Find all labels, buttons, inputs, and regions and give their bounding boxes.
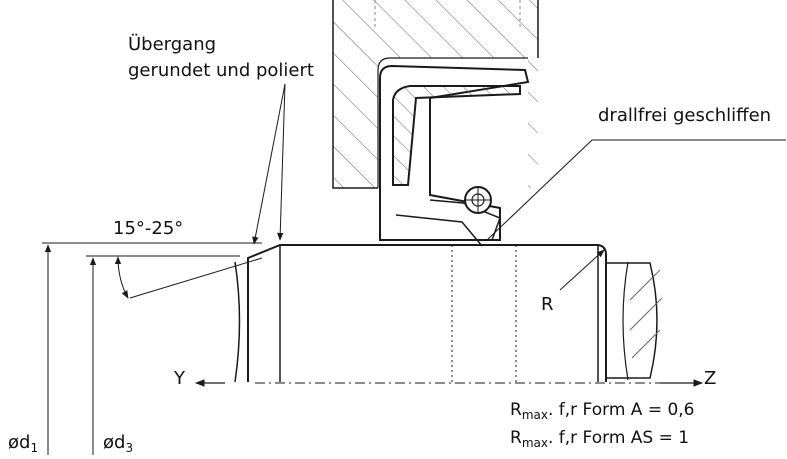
diameter-dimensions (42, 242, 262, 455)
housing (332, 0, 539, 198)
label-rmax-a-base: R (510, 400, 522, 420)
label-axis-z: Z (704, 368, 717, 389)
label-d3-sub: 3 (125, 441, 134, 455)
label-transition-line1: Übergang (128, 34, 217, 55)
label-d1-sub: 1 (30, 441, 39, 455)
label-transition-line2: gerundet und poliert (128, 60, 314, 81)
label-d1-base: ød (8, 432, 31, 453)
label-radius: R (541, 294, 554, 315)
label-d1: ød1 (8, 432, 39, 455)
label-d3-base: ød (103, 432, 126, 453)
label-rmax-as-sub: max (521, 436, 548, 450)
label-rmax-as-rest: . f,r Form AS = 1 (547, 428, 690, 448)
label-rmax-form-a: Rmax. f,r Form A = 0,6 (510, 400, 695, 422)
label-axis-y: Y (174, 368, 185, 389)
label-rmax-as-base: R (510, 428, 522, 448)
label-rmax-a-sub: max (521, 408, 548, 422)
label-angle: 15°-25° (113, 218, 184, 239)
label-rmax-a-rest: . f,r Form A = 0,6 (547, 400, 695, 420)
label-d3: ød3 (103, 432, 134, 455)
label-ground: drallfrei geschliffen (598, 105, 772, 126)
leader-lines (252, 83, 786, 291)
garter-spring (464, 186, 492, 214)
chamfer-angle (114, 256, 263, 299)
label-rmax-form-as: Rmax. f,r Form AS = 1 (510, 428, 690, 450)
shaft (234, 244, 663, 383)
